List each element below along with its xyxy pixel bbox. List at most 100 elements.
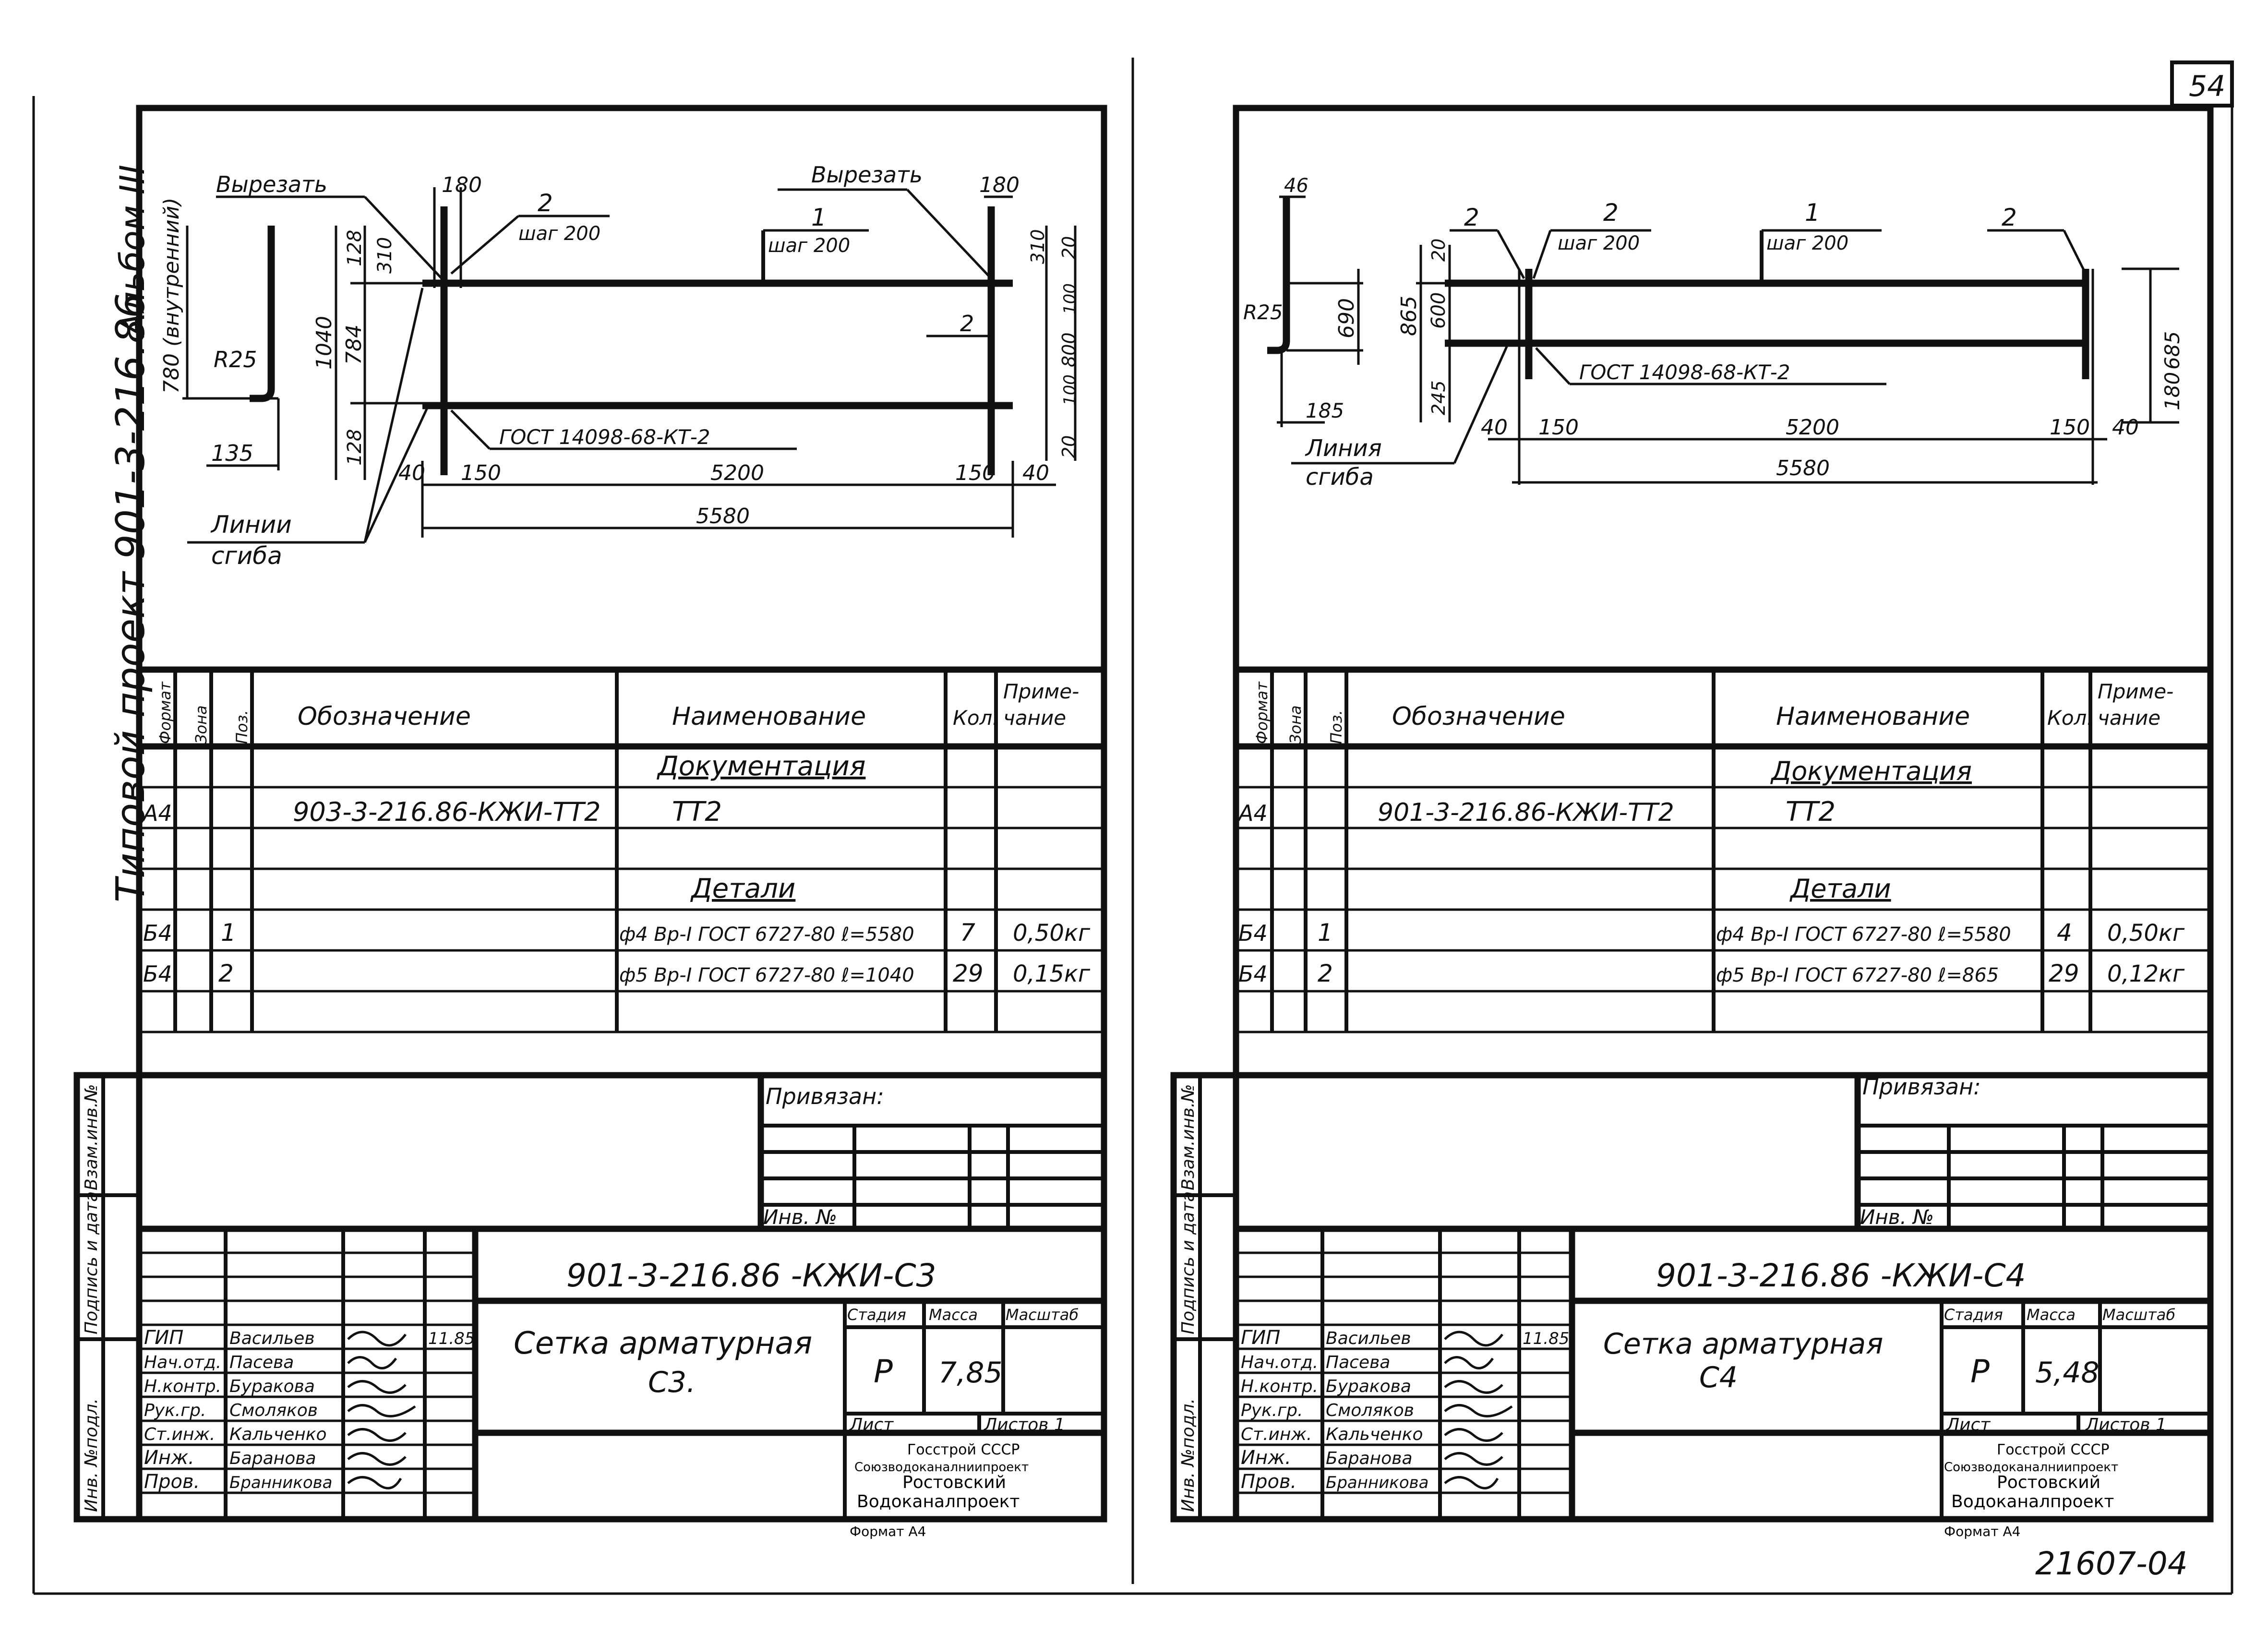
side-stamp-right: Инв. №подл. Подпись и дата Взам.инв.№ — [1170, 1072, 1239, 1523]
dim-185: 185 — [1306, 399, 1344, 422]
sig-name: Смоляков — [229, 1401, 318, 1420]
dim-310b: 310 — [1027, 229, 1048, 264]
bent-bar-detail — [1267, 197, 1290, 354]
sig-date: 11.85 — [1523, 1329, 1569, 1348]
col-note-2: чание — [1003, 706, 1066, 730]
row1-name: ф4 Вр-I ГОСТ 6727-80 ℓ=5580 — [619, 924, 914, 946]
sig-name: Бранникова — [1326, 1473, 1429, 1492]
step-2-label: шаг 200 — [1558, 232, 1640, 254]
stamp-scale-header: Масштаб — [2102, 1306, 2175, 1324]
col-note-1: Приме- — [2098, 680, 2173, 703]
dim-40a: 40 — [398, 461, 425, 485]
stamp-stage-header: Стадия — [847, 1306, 906, 1324]
col-designation: Обозначение — [1392, 702, 1565, 731]
sig-name: Бранникова — [229, 1473, 333, 1492]
leader-line — [906, 189, 990, 277]
inv-no-label: Инв. № — [763, 1205, 837, 1229]
leader-line — [364, 196, 443, 279]
row2-note: 0,15кг — [1013, 960, 1091, 987]
sig-role: Нач.отд. — [1241, 1353, 1318, 1372]
sig-name: Буракова — [1326, 1377, 1411, 1396]
format-label: Формат А4 — [850, 1524, 926, 1539]
sig-role: Рук.гр. — [144, 1401, 206, 1420]
col-zone: Зона — [1286, 705, 1305, 744]
org-line-2: Союзводоканалниипроект — [1944, 1460, 2118, 1475]
dim-685: 685 — [2160, 331, 2184, 370]
dim-800: 800 — [1058, 332, 1080, 367]
stamp-stage: Р — [874, 1353, 893, 1390]
row1-format: Б4 — [1238, 920, 1268, 946]
sig-name: Баранова — [229, 1449, 316, 1468]
sig-role: Н.контр. — [1241, 1377, 1318, 1396]
org-line-1: Госстрой СССР — [907, 1441, 1020, 1458]
binding-label: Привязан: — [1862, 1074, 1981, 1100]
bent-bar-detail — [250, 226, 275, 402]
sig-role: Пров. — [1241, 1471, 1296, 1493]
dim-5580: 5580 — [696, 504, 750, 528]
dim-40b: 40 — [1022, 461, 1049, 485]
gost-label: ГОСТ 14098-68-КТ-2 — [499, 425, 710, 449]
stamp-mass: 7,85 — [938, 1356, 1003, 1390]
row2-qty: 29 — [953, 960, 984, 987]
side-stamp-left: Инв. №подл. Подпись и дата Взам.инв.№ — [73, 1072, 143, 1523]
row2-format: Б4 — [1238, 961, 1268, 987]
spec-table-c3: Формат Зона Поз. Обозначение Наименовани… — [139, 666, 1104, 1079]
sig-name: Васильев — [1326, 1329, 1411, 1348]
dim-150b: 150 — [2050, 415, 2090, 440]
sheet-frame — [136, 105, 1107, 1523]
stamp-sheets: Листов 1 — [2085, 1415, 2167, 1435]
doc-row-format: А4 — [142, 800, 172, 826]
cut-left-label: Вырезать — [216, 171, 327, 197]
col-format: Формат — [1253, 681, 1271, 744]
dim-310a: 310 — [374, 237, 396, 274]
dim-784: 784 — [342, 324, 366, 365]
side-title: Типовой проект 901-3-216.86 — [108, 293, 154, 902]
side-stamp-frame — [1170, 1072, 1239, 1523]
format-label: Формат А4 — [1944, 1524, 2020, 1539]
bend-line-label-2: сгиба — [211, 542, 282, 570]
sig-role: Рук.гр. — [1241, 1401, 1303, 1420]
dim-20: 20 — [1428, 239, 1449, 262]
bend-line-label-1: Линии — [210, 511, 292, 539]
title-block-right: 901-3-216.86 -КЖИ-С4 Сетка арматурная С4… — [1236, 1225, 2210, 1539]
sig-role: Инж. — [144, 1447, 194, 1469]
sig-name: Кальченко — [229, 1425, 327, 1444]
leader-line — [450, 215, 519, 275]
col-pos: Поз. — [1327, 710, 1345, 744]
radius-label: R25 — [214, 347, 257, 372]
row1-qty: 4 — [2057, 919, 2072, 947]
col-name: Наименование — [672, 702, 866, 731]
doc-row-format: А4 — [1237, 800, 1268, 826]
leader-line — [363, 407, 429, 543]
leader-line — [1496, 229, 1525, 279]
row1-note: 0,50кг — [2107, 920, 2185, 947]
binding-block-right: Привязан: Инв. № — [1854, 1074, 2210, 1229]
sig-name: Пасева — [229, 1353, 294, 1372]
sheet-title-1: Сетка арматурная — [1603, 1327, 1883, 1361]
dim-180b: 180 — [979, 173, 1020, 197]
org-line-3: Ростовский — [902, 1473, 1006, 1492]
radius-label: R25 — [1243, 300, 1283, 324]
sheet-title-1: Сетка арматурная — [514, 1326, 812, 1361]
dim-245: 245 — [1428, 380, 1449, 415]
pos1-label: 1 — [811, 204, 827, 231]
sig-name: Пасева — [1326, 1353, 1390, 1372]
leader-line — [1532, 230, 1552, 279]
binding-label: Привязан: — [766, 1083, 884, 1109]
pos2b-label: 2 — [960, 311, 974, 336]
col-name: Наименование — [1776, 702, 1970, 731]
gost-label: ГОСТ 14098-68-КТ-2 — [1579, 360, 1790, 384]
row2-pos: 2 — [218, 960, 234, 987]
leader-line — [450, 409, 491, 450]
sheet-right: 46 690 R25 185 865 600 20 245 2 2 — [1170, 105, 2214, 1539]
col-qty: Кол. — [953, 706, 999, 730]
org-line-3: Ростовский — [1997, 1473, 2100, 1492]
stamp-sheet: Лист — [849, 1415, 894, 1435]
sig-role: Инж. — [1241, 1447, 1291, 1469]
pos2c-label: 2 — [2002, 204, 2017, 231]
dim-100b: 100 — [1060, 374, 1080, 406]
row2-pos: 2 — [1318, 960, 1333, 987]
dim-135: 135 — [211, 440, 253, 466]
step-1-label: шаг 200 — [1766, 232, 1848, 254]
signature-list-right: ГИП Нач.отд. Н.контр. Рук.гр. Ст.инж. Ин… — [1241, 1327, 1569, 1493]
